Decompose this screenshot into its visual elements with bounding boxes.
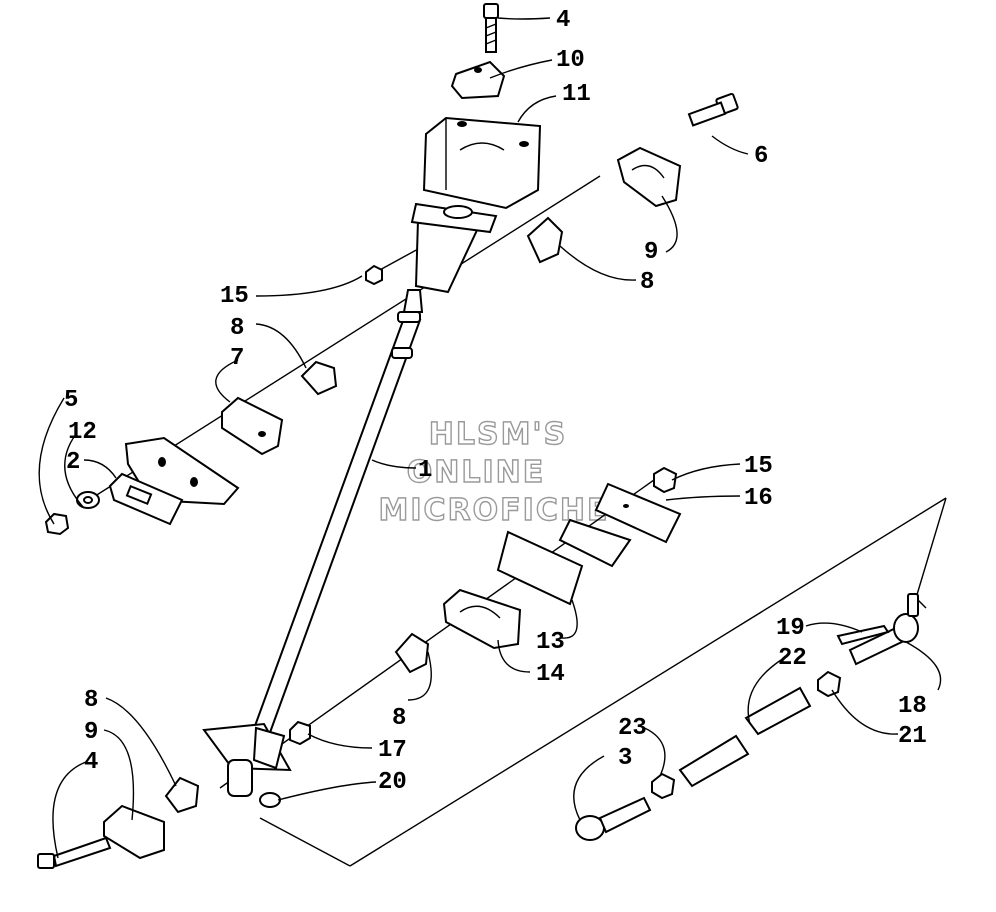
callout-11: 11 xyxy=(562,81,591,108)
watermark-line-1: HLSM'S xyxy=(429,417,567,452)
washer-12 xyxy=(76,491,100,509)
callout-20: 20 xyxy=(378,769,407,796)
cotter-pin-19 xyxy=(836,624,890,646)
bushing-8-low xyxy=(164,776,200,814)
handlebar-bolt-top xyxy=(483,3,499,53)
tie-rod-22 xyxy=(744,686,812,736)
callout-2: 2 xyxy=(66,449,80,476)
callout-4-top: 4 xyxy=(556,7,570,34)
callout-9-right: 9 xyxy=(644,239,658,266)
bushing-8-mid xyxy=(394,632,430,674)
callout-17: 17 xyxy=(378,737,407,764)
callout-14: 14 xyxy=(536,661,565,688)
plate-16 xyxy=(594,482,682,544)
cap-7 xyxy=(221,396,284,456)
bolt-4-low xyxy=(37,836,112,869)
nut-15-mid xyxy=(653,466,678,494)
callout-3: 3 xyxy=(618,745,632,772)
bracket-2 xyxy=(108,472,184,526)
callout-12: 12 xyxy=(68,419,97,446)
callout-15-top: 15 xyxy=(220,283,249,310)
watermark: HLSM'S ONLINE MICROFICHE xyxy=(378,416,608,528)
callout-13: 13 xyxy=(536,629,565,656)
callout-18: 18 xyxy=(898,693,927,720)
callout-6: 6 xyxy=(754,143,768,170)
nut-15-top xyxy=(365,264,383,286)
spacer-plate xyxy=(558,518,632,568)
bushing-8-left xyxy=(300,360,338,396)
callout-10: 10 xyxy=(556,47,585,74)
callout-23: 23 xyxy=(618,715,647,742)
cap-9-right xyxy=(616,146,682,208)
plate-13 xyxy=(496,530,584,606)
callout-19: 19 xyxy=(776,615,805,642)
callout-8-mid: 8 xyxy=(392,705,406,732)
cap-14 xyxy=(442,588,522,650)
callout-7: 7 xyxy=(230,345,244,372)
tie-rod-end-3 xyxy=(575,796,652,841)
callout-8-left: 8 xyxy=(230,315,244,342)
watermark-line-2: ONLINE xyxy=(407,455,546,490)
callout-labels: 4 10 11 6 9 8 15 8 7 5 12 2 1 15 16 13 1… xyxy=(64,7,927,796)
callout-22: 22 xyxy=(778,645,807,672)
handlebar-block xyxy=(422,116,542,210)
bolt-6 xyxy=(687,92,739,127)
jam-nut-23 xyxy=(651,772,676,800)
tie-rod-end-18 xyxy=(848,593,919,666)
callout-15-mid: 15 xyxy=(744,453,773,480)
callout-4-low: 4 xyxy=(84,749,98,776)
callout-21: 21 xyxy=(898,723,927,750)
callout-5: 5 xyxy=(64,387,78,414)
callout-9-low: 9 xyxy=(84,719,98,746)
washer-20 xyxy=(259,792,281,808)
leader-lines xyxy=(38,17,942,859)
callout-16: 16 xyxy=(744,485,773,512)
callout-1: 1 xyxy=(418,457,432,484)
steering-post xyxy=(202,202,498,797)
cap-9-low xyxy=(103,804,165,860)
jam-nut-21 xyxy=(817,670,842,698)
bushing-8-right xyxy=(526,216,564,264)
callout-8-low: 8 xyxy=(84,687,98,714)
tie-rod-sleeve xyxy=(678,734,750,788)
upper-clamp xyxy=(450,60,506,100)
callout-8-right: 8 xyxy=(640,269,654,296)
nut-17 xyxy=(289,720,311,746)
